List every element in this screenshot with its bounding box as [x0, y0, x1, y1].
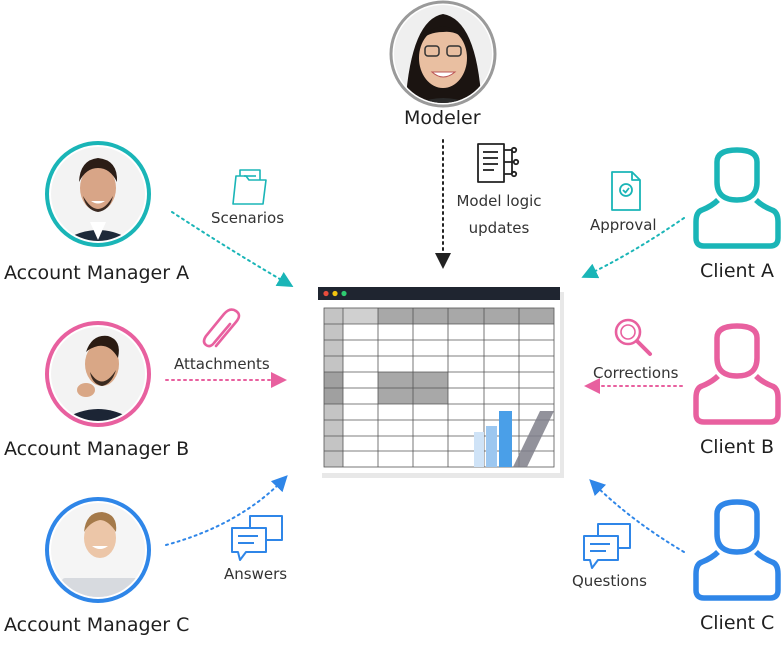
- model-logic-line-2: updates: [468, 219, 530, 237]
- folder-icon: [232, 169, 267, 205]
- account-manager-b-avatar: [45, 321, 151, 427]
- attachments-label: Attachments: [174, 355, 270, 373]
- questions-label: Questions: [572, 572, 647, 590]
- client-b-label: Client B: [700, 436, 775, 458]
- chat-bubbles-icon-right: [583, 523, 631, 569]
- minimize-dot-icon: [332, 290, 338, 297]
- maximize-dot-icon: [341, 290, 347, 297]
- answers-label: Answers: [224, 565, 288, 583]
- questions-arrow: [589, 479, 685, 553]
- document-check-icon: [611, 171, 641, 211]
- client-c-icon: [693, 499, 781, 601]
- client-a-label: Client A: [700, 260, 775, 282]
- model-logic-line-1: Model logic: [456, 192, 542, 210]
- approval-arrow: [581, 217, 685, 279]
- account-manager-c-avatar: [45, 497, 151, 603]
- account-manager-a-avatar: [45, 141, 151, 247]
- modeler-avatar: [389, 0, 497, 108]
- close-dot-icon: [323, 290, 329, 297]
- approval-label: Approval: [590, 216, 657, 234]
- document-flow-icon: [477, 143, 520, 183]
- magnifier-icon: [614, 318, 652, 356]
- corrections-label: Corrections: [593, 364, 679, 382]
- client-a-icon: [693, 147, 781, 249]
- spreadsheet-window: [318, 287, 564, 478]
- model-logic-label: Model logic updates: [452, 192, 546, 237]
- modeler-label: Modeler: [404, 107, 481, 129]
- chat-bubbles-icon-left: [231, 515, 283, 561]
- scenarios-label: Scenarios: [211, 209, 285, 227]
- account-manager-a-label: Account Manager A: [4, 262, 190, 284]
- paperclip-icon: [202, 308, 241, 348]
- mini-chart-icon: [474, 411, 554, 467]
- client-b-icon: [693, 323, 781, 425]
- client-c-label: Client C: [700, 612, 775, 634]
- account-manager-c-label: Account Manager C: [4, 614, 190, 636]
- answers-arrow: [165, 475, 288, 546]
- account-manager-b-label: Account Manager B: [4, 438, 190, 460]
